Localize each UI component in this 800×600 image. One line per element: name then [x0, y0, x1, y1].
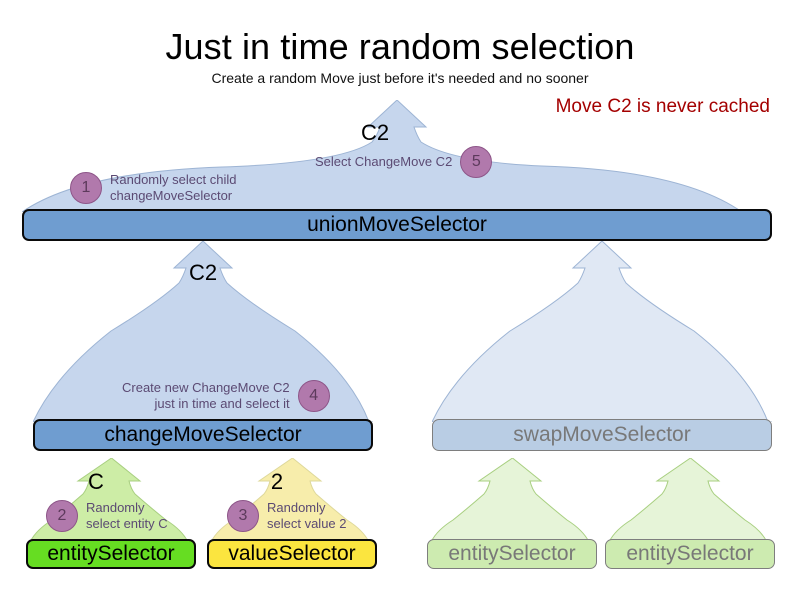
- annotation-4-badge: 4: [297, 380, 330, 412]
- node-swap-move-selector-label: swapMoveSelector: [513, 423, 691, 446]
- node-value-selector[interactable]: valueSelector: [207, 539, 377, 569]
- annotation-5-text: Select ChangeMove C2: [315, 154, 453, 169]
- arrow-swap-entity-right: [609, 458, 772, 542]
- annotation-3-text: Randomly select value 2: [267, 500, 347, 531]
- arrow-change-to-union: [33, 241, 373, 422]
- callout-never-cached: Move C2 is never cached: [555, 96, 770, 117]
- arrow-shape: [609, 458, 772, 542]
- node-swap-entity-selector-left-label: entitySelector: [448, 542, 576, 565]
- arrow-label-value-to-change: 2: [270, 469, 284, 494]
- node-union-move-selector[interactable]: unionMoveSelector: [22, 209, 772, 241]
- node-union-move-selector-label: unionMoveSelector: [307, 213, 487, 236]
- node-swap-move-selector[interactable]: swapMoveSelector: [432, 419, 772, 451]
- arrow-swap-entity-left: [431, 458, 594, 542]
- node-change-move-selector-label: changeMoveSelector: [104, 423, 302, 446]
- node-entity-selector[interactable]: entitySelector: [26, 539, 196, 569]
- annotation-4: Create new ChangeMove C2 just in time an…: [122, 380, 330, 412]
- node-entity-selector-label: entitySelector: [47, 542, 175, 565]
- arrow-union-output: [22, 100, 772, 212]
- arrow-shape: [432, 241, 772, 422]
- annotation-2: 2 Randomly select entity C: [46, 500, 168, 532]
- node-swap-entity-selector-right[interactable]: entitySelector: [605, 539, 775, 569]
- annotation-3: 3 Randomly select value 2: [227, 500, 347, 532]
- page-title: Just in time random selection: [165, 26, 635, 67]
- arrow-shape: [22, 100, 772, 212]
- annotation-1-text: Randomly select child changeMoveSelector: [110, 172, 237, 203]
- arrow-label-union-output: C2: [360, 120, 390, 145]
- annotation-1: 1 Randomly select child changeMoveSelect…: [70, 172, 236, 204]
- annotation-1-badge: 1: [70, 172, 102, 204]
- node-swap-entity-selector-left[interactable]: entitySelector: [427, 539, 597, 569]
- arrow-shape: [431, 458, 594, 542]
- annotation-2-text: Randomly select entity C: [86, 500, 168, 531]
- annotation-5-badge: 5: [460, 146, 493, 178]
- arrow-shape: [33, 241, 373, 422]
- arrow-label-change-to-union: C2: [188, 260, 218, 285]
- annotation-2-badge: 2: [46, 500, 78, 532]
- annotation-5: Select ChangeMove C2 5: [315, 146, 493, 178]
- node-swap-entity-selector-right-label: entitySelector: [626, 542, 754, 565]
- arrow-swap-to-union: [432, 241, 772, 422]
- annotation-3-badge: 3: [227, 500, 259, 532]
- arrow-label-entity-to-change: C: [88, 469, 104, 494]
- node-change-move-selector[interactable]: changeMoveSelector: [33, 419, 373, 451]
- node-value-selector-label: valueSelector: [228, 542, 356, 565]
- annotation-4-text: Create new ChangeMove C2 just in time an…: [122, 380, 290, 411]
- page-subtitle: Create a random Move just before it's ne…: [211, 70, 589, 86]
